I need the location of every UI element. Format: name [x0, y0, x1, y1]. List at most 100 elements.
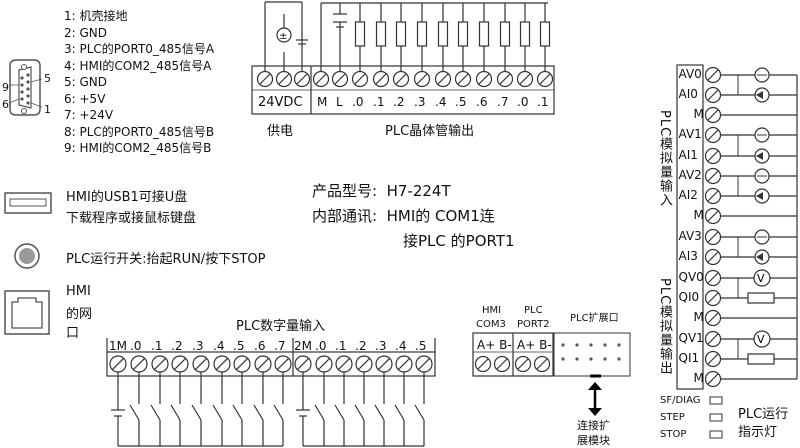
expansion-port-label: PLC扩展口	[570, 313, 619, 324]
switch-icon	[394, 404, 405, 421]
analog-terminal-label: AI1	[678, 148, 698, 162]
screw-slot	[517, 358, 529, 370]
screw-slot	[397, 357, 411, 371]
analog-terminal-label: AI0	[678, 87, 698, 101]
ethernet-label-1: HMI	[66, 284, 91, 299]
screw-slot	[707, 109, 719, 121]
transistor-terminal-label: .7	[497, 95, 509, 109]
digital-in-terminal-label: .5	[415, 339, 427, 353]
screw-slot	[276, 357, 290, 371]
switch-icon	[170, 404, 181, 421]
analog-terminal-label: AV1	[678, 127, 702, 141]
analog-terminal-label: QI1	[678, 351, 700, 365]
switch-icon	[273, 404, 284, 421]
switch-icon	[191, 404, 202, 421]
bidirectional-arrow-icon	[588, 382, 602, 390]
screw-slot	[153, 357, 167, 371]
pin-num: 2	[64, 25, 72, 40]
screw-slot	[437, 73, 449, 85]
pin-desc: PLC的PORT0_485信号A	[79, 42, 215, 56]
analog-terminal-label: AI2	[678, 188, 698, 202]
voltmeter-icon	[753, 330, 771, 348]
screw-slot	[317, 357, 331, 371]
current-arrow	[756, 152, 763, 160]
screw-slot	[235, 357, 249, 371]
com3-ab-label: A+ B-	[477, 338, 512, 352]
digital-in-terminal-label: .0	[130, 339, 142, 353]
product-model: 产品型号: H7-224T	[312, 180, 451, 201]
transistor-terminal-label: M	[317, 95, 328, 109]
load-resistor-icon	[395, 21, 407, 47]
expansion-pin	[603, 357, 607, 361]
screw-slot	[194, 357, 208, 371]
analog-terminal-label: AV3	[678, 229, 702, 243]
usb-label-1: HMI的USB1可接U盘	[66, 190, 188, 205]
screw-slot	[707, 210, 719, 222]
transistor-caption: PLC晶体管输出	[385, 124, 475, 139]
transistor-terminal-label: .3	[414, 95, 426, 109]
load-resistor-icon	[457, 21, 469, 47]
led-caption-1: PLC运行	[738, 407, 789, 422]
run-switch-icon[interactable]	[12, 242, 42, 272]
pin-3: 3: PLC的PORT0_485信号A	[64, 42, 215, 56]
digital-in-terminal-label: .3	[375, 339, 387, 353]
led-sf-diag-label: SF/DIAG	[660, 395, 701, 406]
screw-slot	[256, 357, 270, 371]
screw-slot	[215, 357, 229, 371]
port2-ab-label: A+ B-	[517, 338, 552, 352]
pin-num: 8	[64, 124, 72, 139]
screw-slot	[111, 357, 125, 371]
voltmeter-symbol: V	[757, 272, 765, 285]
digital-in-terminal-label: .2	[171, 339, 183, 353]
pin-desc: 机壳接地	[79, 9, 128, 23]
analog-terminal-label: AI3	[678, 249, 698, 263]
screw-slot	[477, 358, 489, 370]
pin-desc: HMI的COM2_485信号A	[79, 58, 212, 73]
screw-slot	[417, 357, 431, 371]
screw-slot	[707, 353, 719, 365]
switch-icon	[129, 404, 140, 421]
screw-slot	[259, 73, 271, 85]
screw-slot	[375, 73, 387, 85]
db9-corner-1: 1	[44, 103, 51, 116]
expansion-pin	[589, 343, 593, 347]
model-value: H7-224T	[386, 182, 451, 200]
transistor-terminal-label: .6	[476, 95, 488, 109]
screw-slot	[519, 73, 531, 85]
screw-slot	[536, 358, 548, 370]
digital-in-terminal-label: .2	[355, 339, 367, 353]
transistor-terminal-label: .5	[455, 95, 467, 109]
pin-desc: GND	[79, 75, 108, 89]
digital-in-terminal-label: .1	[151, 339, 163, 353]
db9-corner-6: 6	[2, 98, 9, 111]
pin-6: 6: +5V	[64, 91, 106, 106]
transistor-terminal-label: .2	[393, 95, 405, 109]
switch-icon	[314, 404, 325, 421]
screw-slot	[707, 150, 719, 162]
pin-8: 8: PLC的PORT0_485信号B	[64, 124, 215, 139]
plc-port2-label-1: PLC	[524, 305, 543, 316]
db9-corner-5: 5	[44, 72, 51, 85]
usb-label-2: 下载程序或接鼠标键盘	[66, 211, 197, 226]
load-resistor-icon	[747, 292, 775, 304]
voltmeter-icon	[753, 269, 771, 287]
power-caption: 供电	[267, 124, 294, 139]
expansion-pin	[561, 343, 565, 347]
screw-slot	[296, 357, 310, 371]
comm-key: 内部通讯:	[312, 207, 378, 225]
pin-2: 2: GND	[64, 25, 108, 40]
pin-num: 3	[64, 42, 72, 56]
pin-desc: +5V	[79, 91, 106, 106]
expansion-pin	[575, 343, 579, 347]
current-arrow	[756, 192, 763, 200]
expansion-pin	[561, 357, 565, 361]
power-terminal-label: 24VDC	[258, 95, 303, 110]
db9-corner-9: 9	[2, 81, 9, 94]
screw-slot	[707, 292, 719, 304]
screw-slot	[132, 357, 146, 371]
screw-slot	[707, 129, 719, 141]
screw-slot	[707, 231, 719, 243]
screw-slot	[539, 73, 551, 85]
screw-slot	[707, 312, 719, 324]
